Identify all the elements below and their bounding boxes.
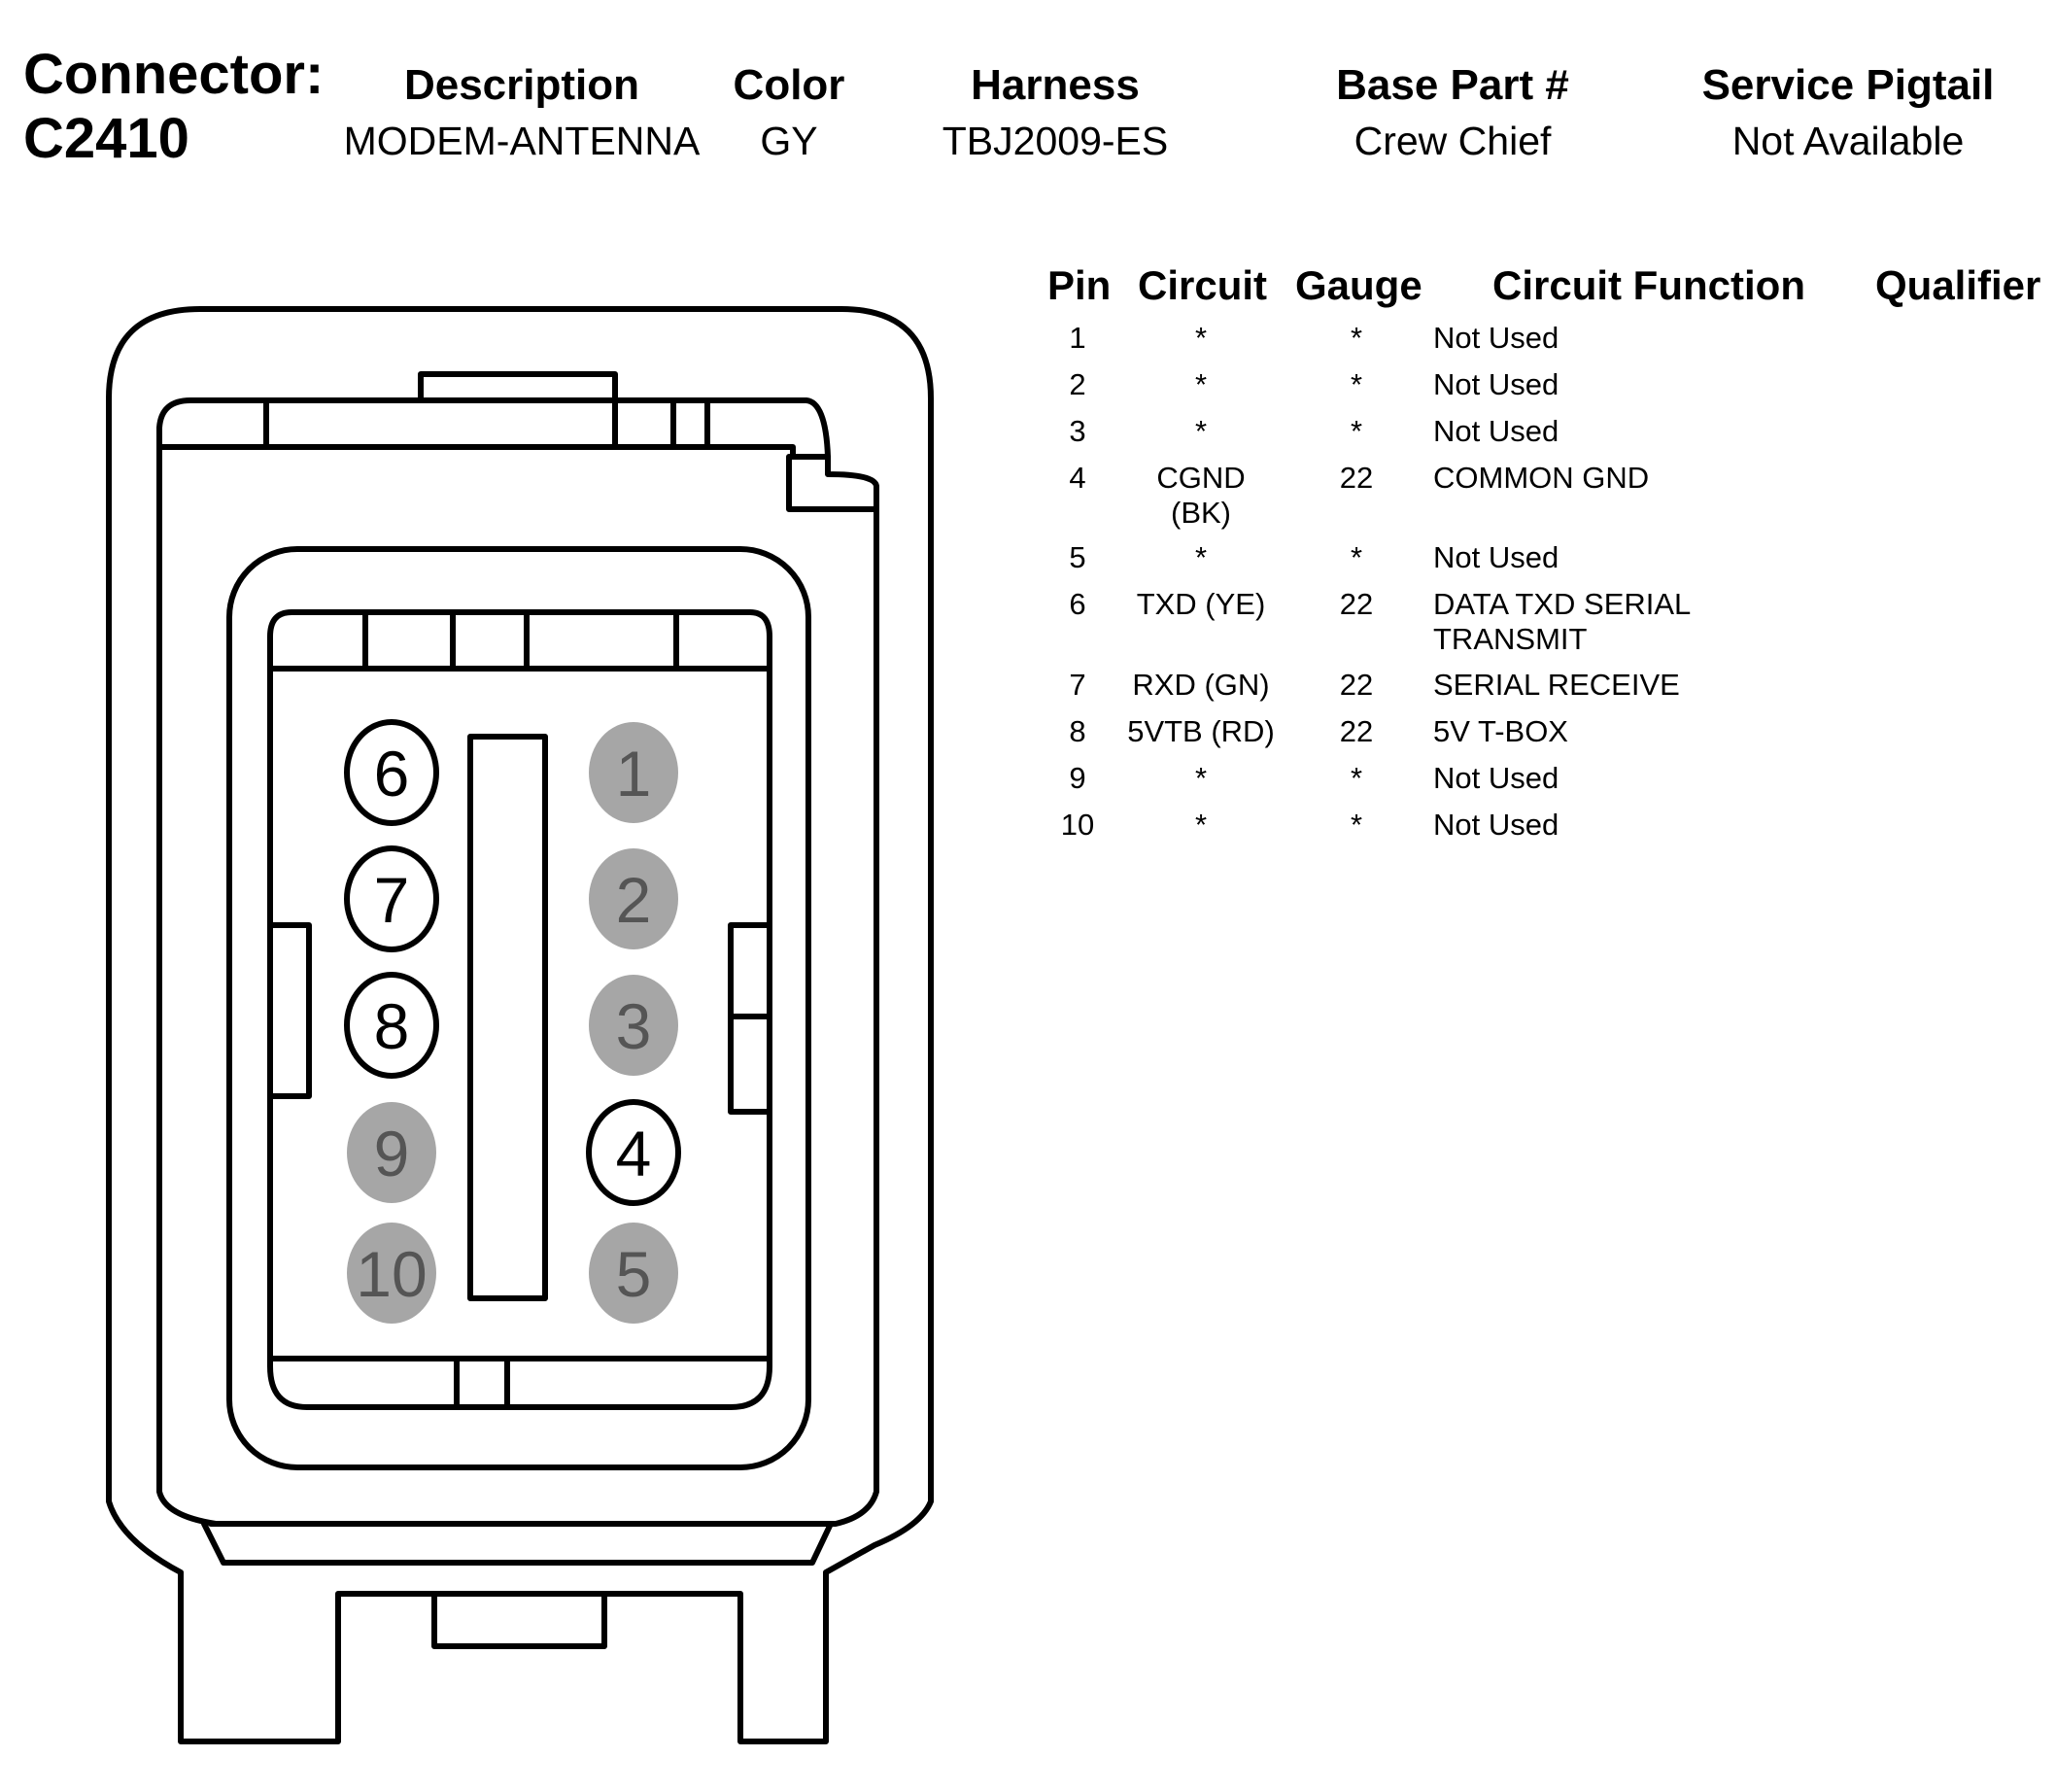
- table-cell-gauge: *: [1350, 321, 1363, 355]
- left-side-key: [267, 922, 312, 1099]
- pin-cavity-4: [586, 1099, 681, 1206]
- housing-outer-outline: [106, 306, 934, 1744]
- table-cell-function: 5V T-BOX: [1433, 714, 1568, 748]
- table-cell-pin: 6: [1069, 587, 1086, 621]
- header-description-heading: Description: [403, 61, 640, 109]
- table-cell-pin: 9: [1069, 761, 1086, 795]
- header-color: Color GY: [546, 58, 1032, 169]
- table-cell-circuit: *: [1194, 808, 1208, 842]
- table-cell-circuit: CGND: [1156, 461, 1246, 495]
- table-cell-function: Not Used: [1433, 808, 1559, 842]
- table-header-circuit: Circuit: [1138, 262, 1268, 308]
- connector-label: Connector:: [23, 43, 325, 106]
- center-divider-post: [467, 734, 548, 1301]
- header-harness-heading: Harness: [971, 61, 1140, 109]
- pin-cavity-9: [347, 1102, 436, 1203]
- header-service-pigtail-heading: Service Pigtail: [1701, 61, 1995, 109]
- table-cell-pin: 2: [1069, 367, 1086, 401]
- header-harness: Harness TBJ2009-ES: [812, 58, 1298, 169]
- pin-label-7: 7: [374, 864, 410, 936]
- table-cell-gauge: *: [1350, 367, 1363, 401]
- table-cell-pin: 3: [1069, 414, 1086, 448]
- table-cell-circuit: TXD (YE): [1136, 587, 1266, 621]
- housing-ledge-lower: [201, 1521, 834, 1566]
- header-service-pigtail: Service Pigtail Not Available: [1605, 58, 2056, 169]
- header-color-value: GY: [760, 119, 818, 163]
- table-cell-gauge: *: [1350, 414, 1363, 448]
- header-base-part-value: Crew Chief: [1354, 119, 1552, 163]
- table-cell-function: Not Used: [1433, 414, 1559, 448]
- cavity-inner-wall: [267, 609, 772, 1410]
- pin-cavity-2: [589, 848, 678, 949]
- table-cell-circuit: *: [1194, 761, 1208, 795]
- table-header-pin: Pin: [1047, 262, 1112, 308]
- pin-label-1: 1: [616, 738, 652, 810]
- table-cell-function: DATA TXD SERIAL: [1433, 587, 1692, 621]
- table-cell-circuit: *: [1194, 414, 1208, 448]
- pin-label-8: 8: [374, 990, 410, 1062]
- table-cell-circuit: RXD (GN): [1132, 668, 1270, 702]
- header-harness-value: TBJ2009-ES: [942, 119, 1169, 163]
- table-cell-function-cont: TRANSMIT: [1433, 622, 1588, 656]
- housing-inner-outline: [156, 444, 879, 1527]
- pin-cavity-3: [589, 975, 678, 1076]
- pin-cavity-6: [344, 719, 439, 826]
- table-cell-gauge: 22: [1339, 587, 1374, 621]
- top-latch-strip: [156, 397, 831, 460]
- table-cell-function: Not Used: [1433, 761, 1559, 795]
- table-cell-gauge: *: [1350, 761, 1363, 795]
- table-cell-pin: 1: [1069, 321, 1086, 355]
- table-cell-gauge: 22: [1339, 461, 1374, 495]
- table-cell-gauge: *: [1350, 808, 1363, 842]
- top-latch-tab: [418, 371, 618, 450]
- table-cell-pin: 7: [1069, 668, 1086, 702]
- bottom-release-tab: [431, 1591, 607, 1649]
- pin-label-4: 4: [616, 1118, 652, 1189]
- table-cell-circuit: *: [1194, 540, 1208, 574]
- table-cell-function: Not Used: [1433, 321, 1559, 355]
- table-header-gauge: Gauge: [1295, 262, 1422, 308]
- table-cell-pin: 8: [1069, 714, 1086, 748]
- table-cell-gauge: *: [1350, 540, 1363, 574]
- table-cell-circuit: *: [1194, 367, 1208, 401]
- table-cell-circuit-color: (BK): [1171, 496, 1231, 530]
- pin-cavity-8: [344, 972, 439, 1079]
- table-cell-function: COMMON GND: [1433, 461, 1650, 495]
- table-cell-pin: 10: [1060, 808, 1095, 842]
- table-cell-gauge: 22: [1339, 714, 1374, 748]
- right-corner-notch: [786, 454, 879, 512]
- pin-cavity-1: [589, 722, 678, 823]
- pin-label-5: 5: [616, 1238, 652, 1310]
- header-service-pigtail-value: Not Available: [1731, 119, 1965, 163]
- table-cell-circuit: 5VTB (RD): [1127, 714, 1275, 748]
- pin-cavity-5: [589, 1223, 678, 1324]
- table-cell-circuit: *: [1194, 321, 1208, 355]
- pin-label-2: 2: [616, 864, 652, 936]
- cavity-outer-wall: [226, 546, 811, 1470]
- header-description-value: MODEM-ANTENNA: [343, 119, 701, 163]
- header-description: Description MODEM-ANTENNA: [279, 58, 765, 169]
- pin-label-3: 3: [616, 990, 652, 1062]
- header-color-heading: Color: [733, 61, 845, 109]
- table-cell-pin: 5: [1069, 540, 1086, 574]
- header-base-part-heading: Base Part #: [1336, 61, 1569, 109]
- table-cell-function: SERIAL RECEIVE: [1433, 668, 1680, 702]
- table-cell-gauge: 22: [1339, 668, 1374, 702]
- table-cell-function: Not Used: [1433, 540, 1559, 574]
- header-base-part: Base Part # Crew Chief: [1210, 58, 1696, 169]
- table-cell-function: Not Used: [1433, 367, 1559, 401]
- pin-cavity-10: [347, 1223, 436, 1324]
- table-cell-pin: 4: [1069, 461, 1086, 495]
- pin-label-6: 6: [374, 738, 410, 810]
- table-header-function: Circuit Function: [1492, 262, 1805, 308]
- table-header-qualifier: Qualifier: [1875, 262, 2041, 308]
- pin-label-10: 10: [356, 1238, 427, 1310]
- connector-id: C2410: [23, 107, 189, 170]
- pin-label-9: 9: [374, 1118, 410, 1189]
- pin-cavity-7: [344, 845, 439, 952]
